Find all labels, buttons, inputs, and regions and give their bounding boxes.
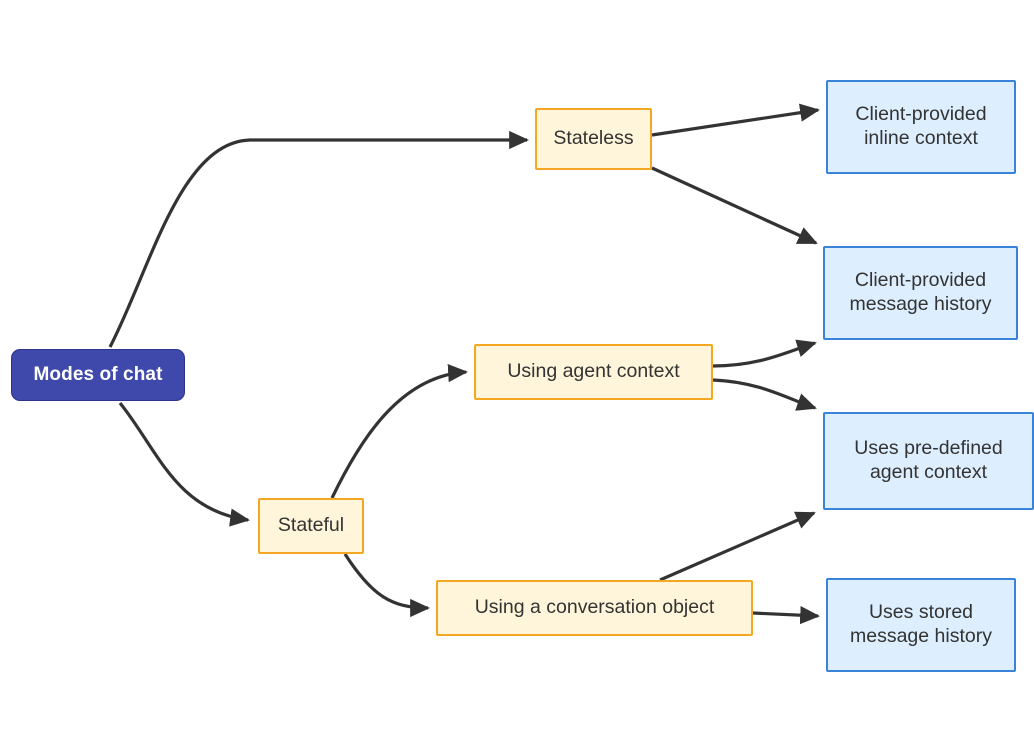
- edge-root-to-stateless: [108, 130, 529, 348]
- edge-stateful-to-convobj: [343, 553, 430, 618]
- node-inline[interactable]: Client-provided inline context: [826, 80, 1016, 174]
- node-label-msghist: Client-provided message history: [849, 269, 992, 315]
- node-label-root: Modes of chat: [33, 364, 163, 386]
- node-stateful[interactable]: Stateful: [258, 498, 364, 554]
- edge-root-to-stateful: [118, 401, 250, 527]
- edge-convobj-to-predef: [659, 511, 816, 582]
- node-label-agentctx: Using agent context: [507, 360, 680, 383]
- node-agentctx[interactable]: Using agent context: [474, 344, 713, 400]
- node-label-predef: Uses pre-defined agent context: [854, 437, 1003, 483]
- node-label-stored: Uses stored message history: [850, 601, 992, 647]
- node-label-stateless: Stateless: [553, 127, 634, 150]
- node-root[interactable]: Modes of chat: [11, 349, 185, 401]
- edge-stateful-to-agentctx: [330, 363, 468, 499]
- edge-group: [108, 103, 820, 625]
- edge-stateless-to-inline: [651, 103, 820, 137]
- node-label-inline: Client-provided inline context: [855, 103, 987, 149]
- node-label-convobj: Using a conversation object: [474, 596, 715, 619]
- node-msghist[interactable]: Client-provided message history: [823, 246, 1018, 340]
- node-predef[interactable]: Uses pre-defined agent context: [823, 412, 1034, 510]
- node-stored[interactable]: Uses stored message history: [826, 578, 1016, 672]
- node-label-stateful: Stateful: [277, 514, 345, 537]
- edge-stateless-to-msghist: [651, 166, 818, 245]
- node-convobj[interactable]: Using a conversation object: [436, 580, 753, 636]
- edge-agentctx-to-predef: [712, 378, 817, 411]
- edge-convobj-to-stored: [752, 606, 820, 625]
- node-stateless[interactable]: Stateless: [535, 108, 652, 170]
- edge-agentctx-to-msghist: [712, 339, 817, 368]
